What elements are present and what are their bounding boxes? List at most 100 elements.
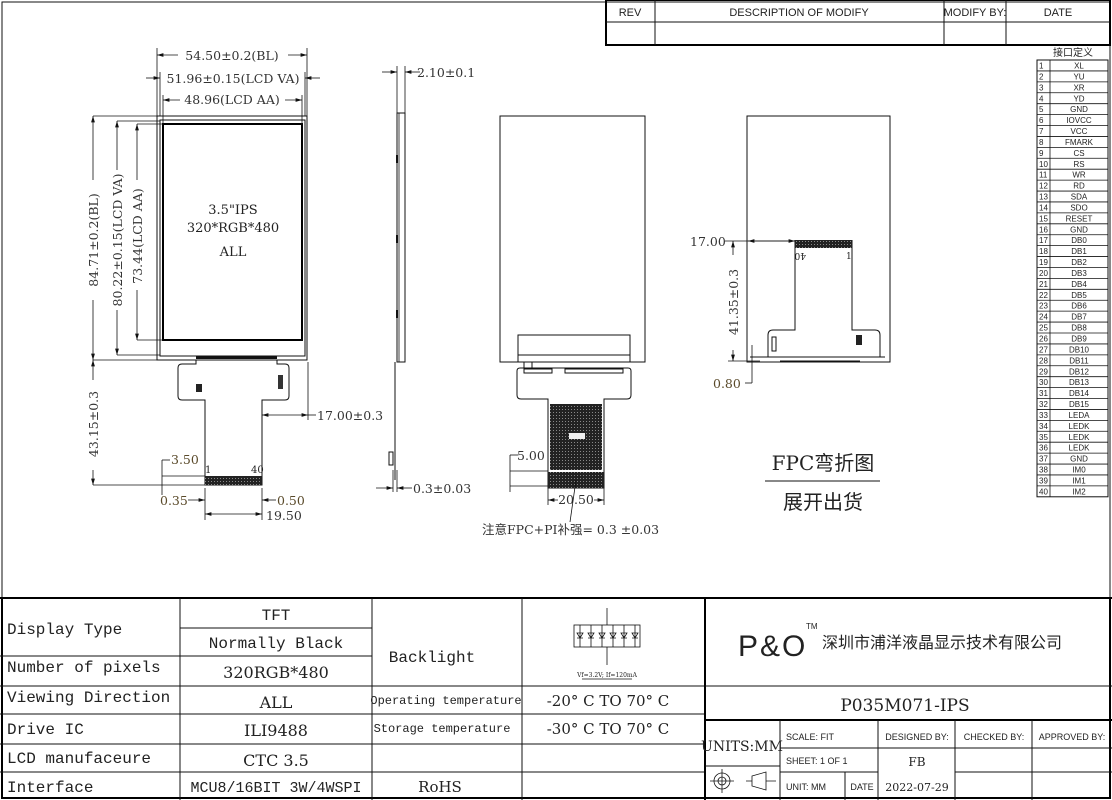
pin-number: 16 xyxy=(1039,225,1048,234)
pin-name: RD xyxy=(1073,182,1085,191)
pin-number: 29 xyxy=(1039,367,1048,376)
first-angle-projection-icon xyxy=(710,769,776,793)
company-logo: P&O xyxy=(738,630,807,663)
pin-number: 1 xyxy=(1039,62,1044,71)
bl-height-dim: 84.71±0.2(BL) xyxy=(86,193,101,286)
pin-number: 14 xyxy=(1039,203,1048,212)
bent-fpc-view: 40 1 17.00 41.35±0.3 0.80 FPC弯折图 展开出货 xyxy=(690,115,891,514)
pin-name: DB1 xyxy=(1071,247,1087,256)
approved-by-label: APPROVED BY: xyxy=(1039,732,1106,742)
pin-name: SDO xyxy=(1070,203,1087,212)
backlight-outline xyxy=(156,115,308,361)
title-block: P&O TM 深圳市浦洋液晶显示技术有限公司 P035M071-IPS UNIT… xyxy=(701,622,1112,800)
backlight-label: Backlight xyxy=(389,649,475,667)
pin-number: 2 xyxy=(1039,72,1044,81)
units-label: UNITS:MM xyxy=(701,739,783,755)
pin-name: LEDK xyxy=(1069,422,1091,431)
pin-number: 12 xyxy=(1039,182,1048,191)
pin-number: 4 xyxy=(1039,94,1044,103)
left-margin-dim: 0.35 xyxy=(160,493,188,508)
logo-trademark: TM xyxy=(806,622,818,631)
pin-name: YD xyxy=(1073,94,1084,103)
rohs-label: RoHS xyxy=(418,778,462,796)
pin-name: GND xyxy=(1070,225,1088,234)
aa-height-dim: 73.44(LCD AA) xyxy=(130,188,145,283)
pin-number: 20 xyxy=(1039,269,1048,278)
st-temp-value: -30° C TO 70° C xyxy=(547,720,670,738)
pin-name: IM1 xyxy=(1072,476,1086,485)
pin-name: IM0 xyxy=(1072,466,1086,475)
pin-40-label: 40 xyxy=(251,465,264,476)
display-type-label: Display Type xyxy=(7,621,122,639)
pin-number: 21 xyxy=(1039,280,1048,289)
panel-viewing-text: ALL xyxy=(219,245,247,260)
pin-number: 18 xyxy=(1039,247,1048,256)
pin-number: 10 xyxy=(1039,160,1048,169)
pin-name: GND xyxy=(1070,105,1088,114)
pixels-value: 320RGB*480 xyxy=(223,663,329,682)
pin-name: XR xyxy=(1073,83,1084,92)
pin-name: LEDK xyxy=(1069,444,1091,453)
pin-number: 22 xyxy=(1039,291,1048,300)
pin-number: 23 xyxy=(1039,302,1048,311)
va-width-dim: 51.96±0.15(LCD VA) xyxy=(167,71,300,86)
company-name: 深圳市浦洋液晶显示技术有限公司 xyxy=(822,634,1062,652)
fpc-offset-dim: 17.00±0.3 xyxy=(317,408,383,423)
display-type-tft: TFT xyxy=(262,607,291,625)
led-schematic-icon: Vf=3.2V; If=120mA xyxy=(573,608,641,680)
panel-resolution-text: 320*RGB*480 xyxy=(187,221,279,236)
fpc-thickness-dim: 0.3±0.03 xyxy=(413,481,471,496)
pin-number: 25 xyxy=(1039,324,1048,333)
pin-name: LEDA xyxy=(1069,411,1091,420)
led-icon xyxy=(598,625,606,647)
pin-number: 11 xyxy=(1039,171,1048,180)
panel-size-text: 3.5"IPS xyxy=(208,203,257,218)
pin-number: 32 xyxy=(1039,400,1048,409)
pin-name: IOVCC xyxy=(1066,116,1092,125)
pin-name: WR xyxy=(1072,171,1086,180)
st-temp-label: Storage temperature xyxy=(374,722,511,736)
designer-value: FB xyxy=(908,755,925,769)
interface-value: MCU8/16BIT 3W/4WSPI xyxy=(190,780,361,797)
revision-table: REV DESCRIPTION OF MODIFY MODIFY BY: DAT… xyxy=(605,0,1111,46)
pin-number: 9 xyxy=(1039,149,1044,158)
pin-name: SDA xyxy=(1071,193,1088,202)
pin-number: 30 xyxy=(1039,378,1048,387)
pin-number: 39 xyxy=(1039,476,1048,485)
op-temp-value: -20° C TO 70° C xyxy=(547,692,670,710)
pin-number: 26 xyxy=(1039,335,1048,344)
pin-name: RESET xyxy=(1066,214,1093,223)
fpc-component xyxy=(196,384,202,392)
op-temp-label: Operating temperature xyxy=(370,694,521,708)
pin-name: DB2 xyxy=(1071,258,1087,267)
front-view: 3.5"IPS 320*RGB*480 ALL 1 40 54.50±0.2(B… xyxy=(86,48,383,523)
date-label: DATE xyxy=(850,782,873,792)
pin-name: IM2 xyxy=(1072,487,1086,496)
spec-table: Display Type TFT Normally Black Number o… xyxy=(0,597,1112,800)
pin-number: 34 xyxy=(1039,422,1048,431)
date-value: 2022-07-29 xyxy=(885,781,948,794)
pin-number: 31 xyxy=(1039,389,1048,398)
viewing-value: ALL xyxy=(259,693,293,712)
pin-span-dim: 19.50 xyxy=(266,508,302,523)
bent-length-dim: 41.35±0.3 xyxy=(726,269,741,335)
bl-width-dim: 54.50±0.2(BL) xyxy=(185,48,278,63)
pin-number: 24 xyxy=(1039,313,1048,322)
pin-name: RS xyxy=(1073,160,1084,169)
pin-number: 33 xyxy=(1039,411,1048,420)
lcd-aa-outline xyxy=(162,123,303,341)
stiffener-width-dim: 20.50 xyxy=(558,492,594,507)
pin-name: DB5 xyxy=(1071,291,1087,300)
led-icon xyxy=(576,625,584,647)
bent-pin-1-label: 1 xyxy=(846,252,852,262)
pin-name: DB9 xyxy=(1071,335,1087,344)
pin-number: 27 xyxy=(1039,345,1048,354)
pin-name: DB14 xyxy=(1069,389,1090,398)
pin-height-dim: 3.50 xyxy=(171,452,199,467)
pin-number: 17 xyxy=(1039,236,1048,245)
pin-name: DB0 xyxy=(1071,236,1087,245)
part-number: P035M071-IPS xyxy=(840,696,969,716)
